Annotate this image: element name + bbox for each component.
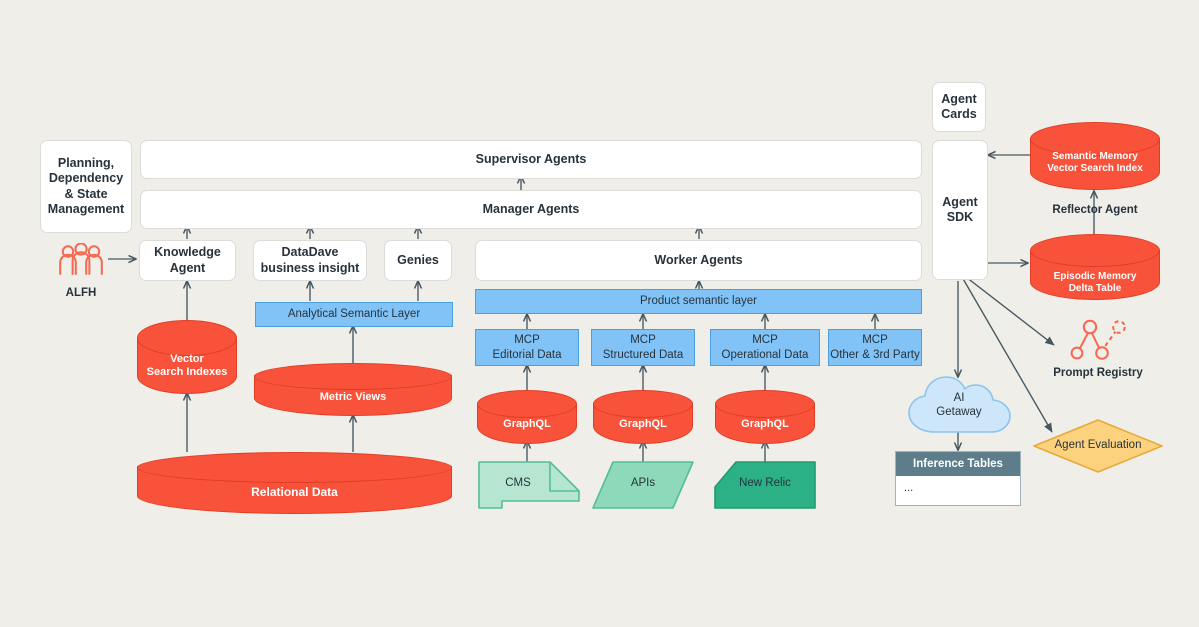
mcp-operational-line-1: MCP <box>752 334 778 347</box>
mcp-structured-line-2: Structured Data <box>602 348 684 361</box>
three-people-icon <box>59 243 103 275</box>
new-relic-label: New Relic <box>739 477 791 489</box>
supervisor-agents-bar[interactable]: Supervisor Agents <box>140 140 922 179</box>
cylinder-top <box>137 320 237 356</box>
node-graph-icon <box>1070 319 1126 360</box>
agent-sdk-line-2: SDK <box>946 210 974 224</box>
supervisor-agents-label: Supervisor Agents <box>475 151 587 166</box>
agent-cards-box[interactable]: Agent Cards <box>932 82 986 132</box>
cylinder-top <box>254 363 452 390</box>
cms-source-shape[interactable] <box>478 461 580 509</box>
genies-box[interactable]: Genies <box>384 240 452 281</box>
planning-line-3: & State <box>64 186 108 201</box>
product-semantic-layer-label: Product semantic layer <box>640 295 757 308</box>
vector-search-indexes-cylinder[interactable]: Vector Search Indexes <box>137 320 237 394</box>
agent-cards-line-1: Agent <box>941 91 977 106</box>
cylinder-top <box>137 452 452 483</box>
manager-agents-bar[interactable]: Manager Agents <box>140 190 922 229</box>
graphql-editorial-cylinder[interactable]: GraphQL <box>477 390 577 444</box>
ai-gateway-label: AI Getaway <box>936 392 982 419</box>
mcp-editorial-line-1: MCP <box>514 334 540 347</box>
manager-agents-label: Manager Agents <box>482 201 580 216</box>
mcp-other-line-2: Other & 3rd Party <box>830 348 920 361</box>
planning-line-2: Dependency <box>48 171 124 186</box>
agent-evaluation-diamond[interactable] <box>1032 418 1164 474</box>
mcp-other-3rd-party-box[interactable]: MCP Other & 3rd Party <box>828 329 922 366</box>
mcp-structured-data-box[interactable]: MCP Structured Data <box>591 329 695 366</box>
apis-source-shape[interactable] <box>592 461 694 509</box>
agent-evaluation-label: Agent Evaluation <box>1054 439 1142 451</box>
datadave-line-1: DataDave <box>281 245 339 260</box>
semantic-memory-cylinder[interactable]: Semantic Memory Vector Search Index <box>1030 122 1160 190</box>
datadave-box[interactable]: DataDave business insight <box>253 240 367 281</box>
knowledge-agent-box[interactable]: Knowledge Agent <box>139 240 236 281</box>
knowledge-agent-line-1: Knowledge <box>154 245 221 260</box>
apis-label: APIs <box>630 477 656 489</box>
agent-sdk-box[interactable]: Agent SDK <box>932 140 988 280</box>
cylinder-top <box>715 390 815 418</box>
inference-tables[interactable]: Inference Tables ... <box>895 451 1021 506</box>
planning-dependency-state-box[interactable]: Planning, Dependency & State Management <box>40 140 132 233</box>
knowledge-agent-line-2: Agent <box>169 260 206 275</box>
graphql-structured-cylinder[interactable]: GraphQL <box>593 390 693 444</box>
relational-data-cylinder[interactable]: Relational Data <box>137 452 452 514</box>
worker-agents-label: Worker Agents <box>654 252 743 267</box>
new-relic-source-shape[interactable] <box>714 461 816 509</box>
metric-views-cylinder[interactable]: Metric Views <box>254 363 452 416</box>
mcp-operational-data-box[interactable]: MCP Operational Data <box>710 329 820 366</box>
analytical-semantic-layer-label: Analytical Semantic Layer <box>287 308 421 321</box>
cylinder-top <box>593 390 693 418</box>
datadave-line-2: business insight <box>260 260 360 275</box>
agent-sdk-line-1: Agent <box>942 194 978 209</box>
prompt-registry-label: Prompt Registry <box>1053 367 1143 379</box>
inference-tables-header: Inference Tables <box>896 452 1020 476</box>
mcp-editorial-line-2: Editorial Data <box>492 348 562 361</box>
cylinder-top <box>1030 122 1160 156</box>
planning-line-4: Management <box>47 201 125 216</box>
inference-tables-row: ... <box>904 482 914 494</box>
episodic-memory-cylinder[interactable]: Episodic Memory Delta Table <box>1030 234 1160 300</box>
reflector-agent-label: Reflector Agent <box>1052 204 1138 216</box>
cylinder-top <box>477 390 577 418</box>
worker-agents-bar[interactable]: Worker Agents <box>475 240 922 281</box>
analytical-semantic-layer-bar[interactable]: Analytical Semantic Layer <box>255 302 453 327</box>
mcp-structured-line-1: MCP <box>630 334 656 347</box>
agent-cards-line-2: Cards <box>941 107 977 121</box>
product-semantic-layer-bar[interactable]: Product semantic layer <box>475 289 922 314</box>
mcp-other-line-1: MCP <box>862 334 888 347</box>
mcp-editorial-data-box[interactable]: MCP Editorial Data <box>475 329 579 366</box>
genies-label: Genies <box>397 252 439 267</box>
ai-gateway-cloud[interactable] <box>905 372 1013 434</box>
cylinder-top <box>1030 234 1160 267</box>
graphql-operational-cylinder[interactable]: GraphQL <box>715 390 815 444</box>
planning-line-1: Planning, <box>57 156 115 170</box>
cms-label: CMS <box>505 477 531 489</box>
users-label: ALFH <box>65 287 97 299</box>
mcp-operational-line-2: Operational Data <box>721 348 809 361</box>
